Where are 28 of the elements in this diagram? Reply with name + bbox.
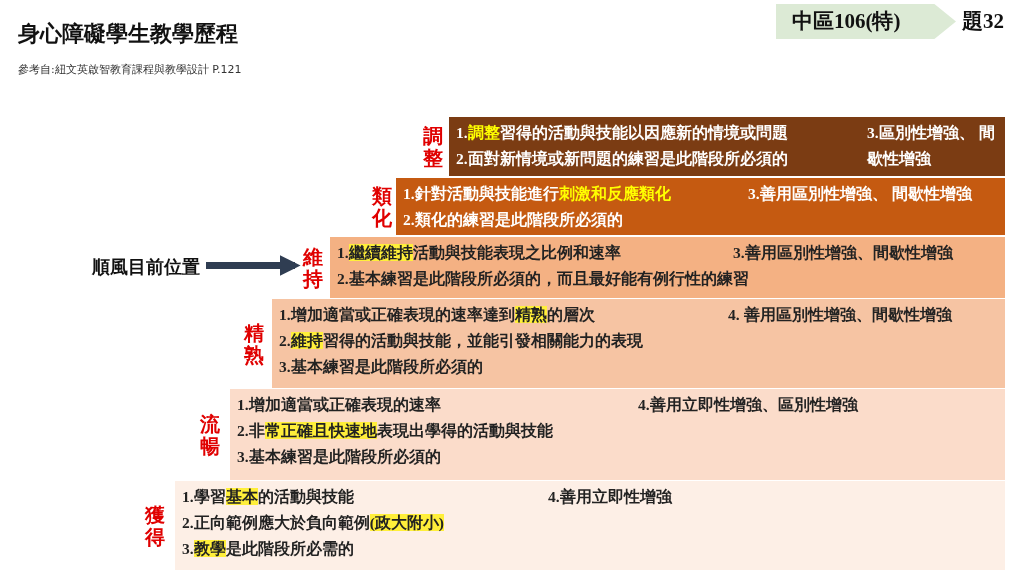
stage-label: 類化 — [372, 184, 392, 229]
step-text: 2.基本練習是此階段所必須的，而且最好能有例行性的練習 — [337, 269, 749, 289]
step-text: 1.調整習得的活動與技能以因應新的情境或問題 — [456, 123, 788, 143]
step-text: 2.類化的練習是此階段所必須的 — [403, 210, 624, 230]
step-text: 3.基本練習是此階段所必須的 — [237, 447, 442, 467]
stage-label: 流暢 — [200, 412, 220, 457]
step-text: 1.增加適當或正確表現的速率達到精熟的層次 — [279, 305, 596, 325]
step-text: 1.針對活動與技能進行刺激和反應類化 — [403, 184, 671, 204]
step-text: 3.基本練習是此階段所必須的 — [279, 357, 484, 377]
reinforcement-text: 4. 善用區別性增強、間歇性增強 — [728, 305, 953, 325]
step-text: 1.增加適當或正確表現的速率 — [237, 395, 442, 415]
step-text: 2.正向範例應大於負向範例(政大附小) — [182, 513, 444, 533]
question-number: 題32 — [962, 8, 1004, 35]
reinforcement-text: 3.善用區別性增強、 間歇性增強 — [748, 184, 973, 204]
reinforcement-text: 4.善用立即性增強、區別性增強 — [638, 395, 859, 415]
step-text: 2.維持習得的活動與技能，並能引發相關能力的表現 — [279, 331, 643, 351]
chevron-badge: 中區106(特) — [776, 4, 956, 39]
stage-label: 獲得 — [144, 503, 165, 548]
reference-note: 參考自:紐文英啟智教育課程與教學設計 P.121 — [18, 62, 242, 78]
stage-label: 精熟 — [244, 321, 264, 366]
reinforcement-text: 3.區別性增強、 間歇性增強 — [867, 123, 996, 169]
reinforcement-text: 4.善用立即性增強 — [548, 487, 673, 507]
stage-label: 維持 — [303, 245, 323, 290]
reinforcement-text: 3.善用區別性增強、間歇性增強 — [733, 243, 954, 263]
title: 身心障礙學生教學歷程 — [18, 20, 238, 48]
step-text: 2.面對新情境或新問題的練習是此階段所必須的 — [456, 149, 788, 169]
position-label: 順風目前位置 — [92, 255, 200, 279]
stage-label: 調整 — [422, 124, 443, 169]
